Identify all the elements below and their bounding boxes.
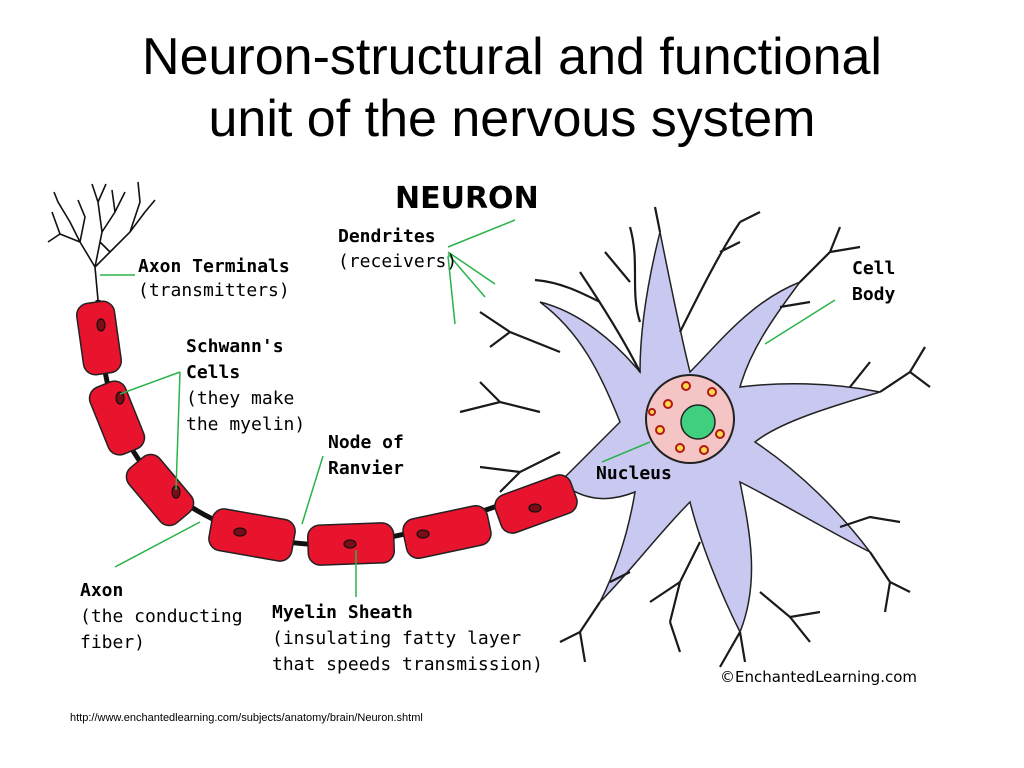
myelin-segment xyxy=(75,300,123,376)
label-axon-terminals: Axon Terminals xyxy=(138,256,290,277)
diagram-heading: NEURON xyxy=(395,181,539,216)
label-body: Body xyxy=(852,284,896,305)
label-node-1: Node of xyxy=(328,432,404,453)
label-schwann-1: Schwann's xyxy=(186,336,284,357)
label-myelin: Myelin Sheath xyxy=(272,602,413,623)
myelin-segment xyxy=(125,453,195,527)
myelinated-axon xyxy=(75,299,578,566)
title-line-1: Neuron-structural and functional xyxy=(142,28,882,86)
label-nucleus: Nucleus xyxy=(596,463,672,484)
label-schwann-2: Cells xyxy=(186,362,240,383)
title-line-2: unit of the nervous system xyxy=(208,90,816,148)
label-axon: Axon xyxy=(80,580,123,601)
label-myelin-desc-1: (insulating fatty layer xyxy=(272,628,521,649)
axon-terminal-branches xyxy=(47,181,156,301)
myelin-segment xyxy=(88,380,146,456)
leader-lines xyxy=(100,219,836,597)
label-dendrites-desc: (receivers) xyxy=(338,251,457,272)
cell-body-group xyxy=(459,206,931,668)
label-axon-desc-1: (the conducting xyxy=(80,606,243,627)
label-axon-desc-2: fiber) xyxy=(80,632,145,653)
label-node-2: Ranvier xyxy=(328,458,404,479)
nucleus-granules xyxy=(648,381,725,455)
label-dendrites: Dendrites xyxy=(338,226,436,247)
nucleolus xyxy=(680,404,716,440)
slide-title: Neuron-structural and functional unit of… xyxy=(0,26,1024,150)
label-cell: Cell xyxy=(852,258,895,279)
neuron-diagram: NEURON Axon Terminals (transmitters) Den… xyxy=(47,181,931,686)
source-url: http://www.enchantedlearning.com/subject… xyxy=(70,712,423,724)
myelin-segment xyxy=(402,504,492,560)
label-myelin-desc-2: that speeds transmission) xyxy=(272,654,543,675)
label-axon-terminals-desc: (transmitters) xyxy=(138,280,290,301)
copyright-notice: ©EnchantedLearning.com xyxy=(720,668,917,686)
label-schwann-desc-2: the myelin) xyxy=(186,414,305,435)
label-schwann-desc-1: (they make xyxy=(186,388,294,409)
myelin-segment xyxy=(208,508,296,562)
